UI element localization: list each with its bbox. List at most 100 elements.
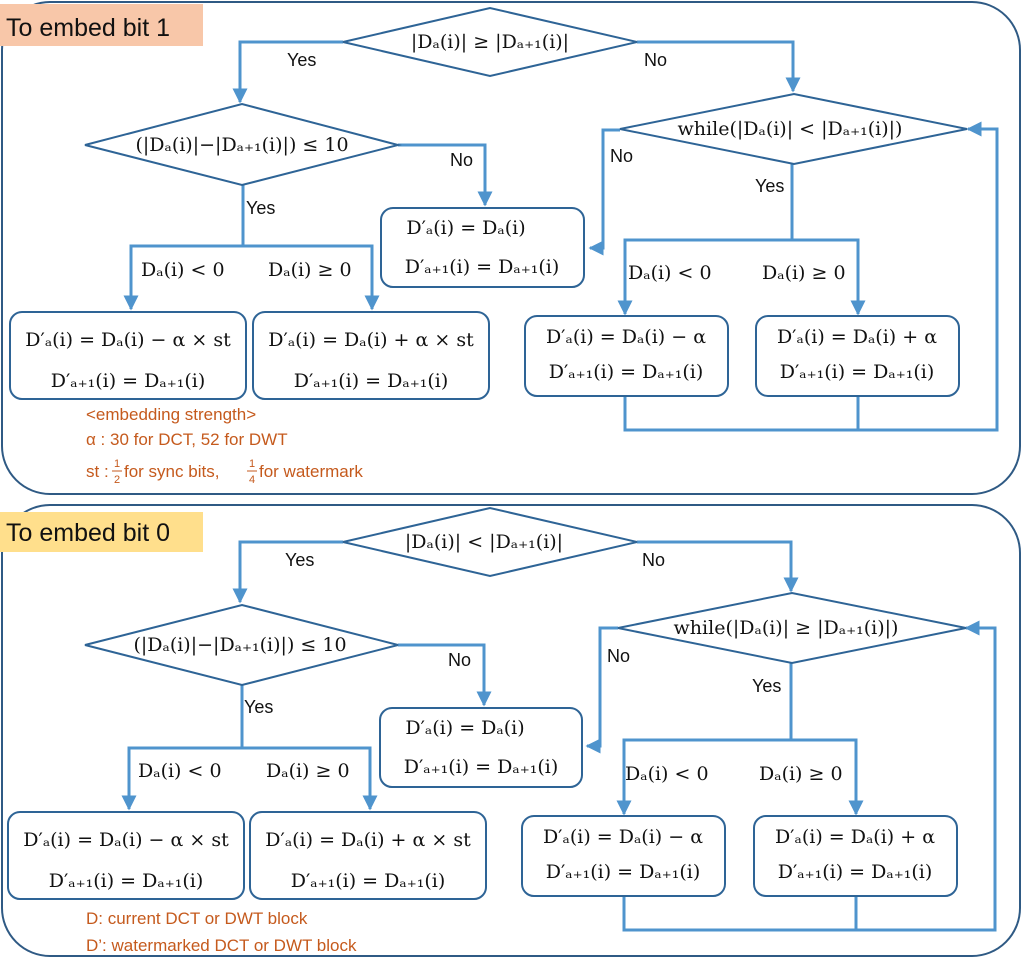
label-left-no: No — [450, 150, 473, 170]
fraction-denominator: 4 — [249, 474, 255, 486]
process-box — [7, 811, 245, 900]
label-left-yes: Yes — [244, 697, 273, 717]
branch-left-negative: Dₐ(i) < 0 — [141, 259, 225, 281]
panel-title: To embed bit 1 — [6, 14, 170, 42]
edge-left-yes — [123, 185, 245, 311]
decision-while: while(|Dₐ(i)| ≥ |Dₐ₊₁(i)|) — [617, 591, 967, 665]
fraction-numerator: 1 — [114, 458, 120, 470]
decision-diamond — [619, 92, 968, 166]
process-box-left-positive: D′ₐ(i) = Dₐ(i) + α × st D′ₐ₊₁(i) = Dₐ₊₁(… — [249, 811, 487, 900]
panel-title-background — [0, 4, 203, 46]
edge-left-positive — [242, 746, 378, 811]
edge-while-no — [585, 626, 618, 754]
label-top-no: No — [644, 50, 667, 70]
process-box-right-positive: D′ₐ(i) = Dₐ(i) + α D′ₐ₊₁(i) = Dₐ₊₁(i) — [753, 815, 958, 897]
branch-right-negative: Dₐ(i) < 0 — [625, 763, 709, 785]
note-heading: <embedding strength> — [86, 405, 256, 424]
edge-while-yes — [616, 663, 793, 816]
process-box — [252, 311, 490, 400]
box-line-1: D′ₐ(i) = Dₐ(i) + α — [777, 326, 937, 348]
branch-left-negative: Dₐ(i) < 0 — [138, 760, 222, 782]
process-box-left-negative: D′ₐ(i) = Dₐ(i) − α × st D′ₐ₊₁(i) = Dₐ₊₁(… — [7, 811, 245, 900]
label-while-no: No — [607, 646, 630, 666]
note-d-prime-definition: D’: watermarked DCT or DWT block — [86, 936, 357, 955]
decision-top-text: |Dₐ(i)| ≥ |Dₐ₊₁(i)| — [411, 31, 569, 53]
label-while-yes: Yes — [755, 176, 784, 196]
edge-left-yes — [121, 685, 244, 811]
box-line-1: D′ₐ(i) = Dₐ(i) + α × st — [268, 329, 474, 351]
branch-left-positive: Dₐ(i) ≥ 0 — [266, 760, 350, 782]
box-line-1: D′ₐ(i) = Dₐ(i) − α — [546, 326, 706, 348]
box-line-2: D′ₐ₊₁(i) = Dₐ₊₁(i) — [780, 361, 935, 383]
process-box — [524, 315, 729, 397]
process-box — [755, 315, 960, 397]
label-left-yes: Yes — [246, 198, 275, 218]
process-box — [753, 815, 958, 897]
label-top-yes: Yes — [285, 550, 314, 570]
note-st-prefix: st : — [86, 462, 109, 481]
box-line-2: D′ₐ₊₁(i) = Dₐ₊₁(i) — [405, 256, 560, 278]
branch-left-positive: Dₐ(i) ≥ 0 — [268, 259, 352, 281]
decision-diamond — [342, 6, 638, 78]
panel-title-background — [0, 512, 203, 552]
decision-while-text: while(|Dₐ(i)| ≥ |Dₐ₊₁(i)|) — [674, 617, 899, 639]
decision-left: (|Dₐ(i)|−|Dₐ₊₁(i)|) ≤ 10 — [84, 102, 402, 187]
process-box-left-positive: D′ₐ(i) = Dₐ(i) + α × st D′ₐ₊₁(i) = Dₐ₊₁(… — [252, 311, 490, 400]
edge-top-no — [637, 540, 799, 593]
branch-right-positive: Dₐ(i) ≥ 0 — [762, 262, 846, 284]
decision-left-text: (|Dₐ(i)|−|Dₐ₊₁(i)|) ≤ 10 — [133, 634, 346, 656]
decision-while: while(|Dₐ(i)| < |Dₐ₊₁(i)|) — [619, 92, 968, 166]
box-line-1: D′ₐ(i) = Dₐ(i) − α × st — [25, 329, 231, 351]
edge-left-no — [398, 643, 492, 707]
box-line-2: D′ₐ₊₁(i) = Dₐ₊₁(i) — [404, 756, 559, 778]
branch-right-positive: Dₐ(i) ≥ 0 — [759, 763, 843, 785]
process-box-left-negative: D′ₐ(i) = Dₐ(i) − α × st D′ₐ₊₁(i) = Dₐ₊₁(… — [9, 311, 247, 400]
box-line-2: D′ₐ₊₁(i) = Dₐ₊₁(i) — [546, 861, 701, 883]
box-line-1: D′ₐ(i) = Dₐ(i) + α — [775, 826, 935, 848]
box-line-2: D′ₐ₊₁(i) = Dₐ₊₁(i) — [291, 870, 446, 892]
process-box — [249, 811, 487, 900]
label-top-yes: Yes — [287, 50, 316, 70]
box-line-1: D′ₐ(i) = Dₐ(i) — [405, 717, 524, 739]
process-box-keep: D′ₐ(i) = Dₐ(i) D′ₐ₊₁(i) = Dₐ₊₁(i) — [379, 707, 583, 788]
note-d-definition: D: current DCT or DWT block — [86, 909, 308, 928]
process-box-keep: D′ₐ(i) = Dₐ(i) D′ₐ₊₁(i) = Dₐ₊₁(i) — [380, 207, 585, 288]
box-line-2: D′ₐ₊₁(i) = Dₐ₊₁(i) — [294, 370, 449, 392]
decision-left: (|Dₐ(i)|−|Dₐ₊₁(i)|) ≤ 10 — [84, 603, 399, 687]
panel-embed-bit-1: To embed bit 1 |Dₐ(i)| ≥ |Dₐ₊₁(i)| (|Dₐ(… — [0, 1, 1021, 495]
decision-diamond — [84, 603, 399, 687]
panel-frame — [1, 1, 1021, 495]
label-while-yes: Yes — [752, 676, 781, 696]
box-line-1: D′ₐ(i) = Dₐ(i) + α × st — [265, 829, 471, 851]
connector-lines — [121, 540, 997, 932]
edge-while-yes — [617, 164, 794, 316]
decision-left-text: (|Dₐ(i)|−|Dₐ₊₁(i)|) ≤ 10 — [135, 134, 348, 156]
edge-left-positive — [243, 244, 380, 311]
branch-right-negative: Dₐ(i) < 0 — [628, 262, 712, 284]
process-box — [380, 207, 585, 288]
embedding-strength-notes: <embedding strength> α : 30 for DCT, 52 … — [86, 405, 363, 486]
process-box — [521, 815, 726, 897]
process-box — [9, 311, 247, 400]
process-box-right-positive: D′ₐ(i) = Dₐ(i) + α D′ₐ₊₁(i) = Dₐ₊₁(i) — [755, 315, 960, 397]
connector-lines — [123, 40, 999, 432]
label-left-no: No — [448, 650, 471, 670]
decision-diamond — [617, 591, 967, 665]
edge-loop-back — [623, 121, 999, 432]
box-line-2: D′ₐ₊₁(i) = Dₐ₊₁(i) — [778, 861, 933, 883]
decision-top: |Dₐ(i)| < |Dₐ₊₁(i)| — [342, 506, 638, 578]
process-box — [379, 707, 583, 788]
decision-top: |Dₐ(i)| ≥ |Dₐ₊₁(i)| — [342, 6, 638, 78]
edge-top-yes — [232, 540, 343, 604]
edge-loop-back — [622, 620, 997, 932]
edge-top-no — [637, 40, 801, 93]
decision-top-text: |Dₐ(i)| < |Dₐ₊₁(i)| — [405, 531, 563, 553]
box-line-1: D′ₐ(i) = Dₐ(i) — [406, 217, 525, 239]
decision-diamond — [342, 506, 638, 578]
decision-diamond — [84, 102, 402, 187]
note-st: st : 1 2 for sync bits, 1 4 for watermar… — [86, 458, 363, 486]
note-st-suffix: for watermark — [259, 462, 363, 481]
definition-notes: D: current DCT or DWT block D’: watermar… — [86, 909, 357, 955]
panel-frame — [1, 504, 1021, 957]
